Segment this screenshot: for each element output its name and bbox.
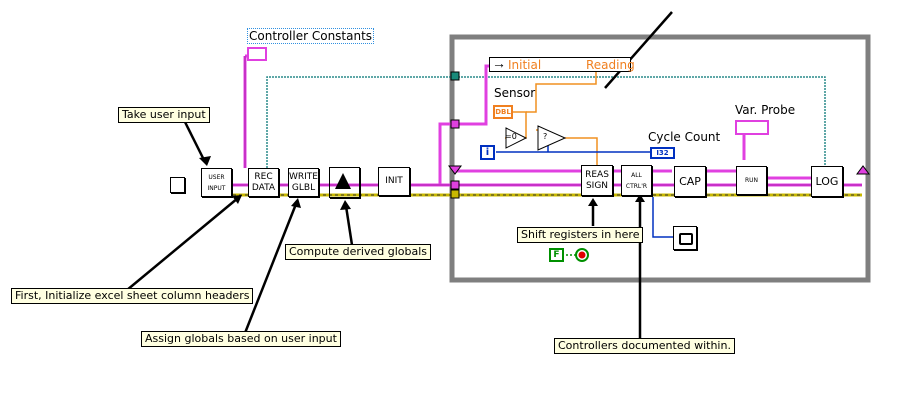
iteration-terminal[interactable]: i [480, 145, 495, 160]
all-ctrlr-subvi[interactable]: ALL CTRL'R [621, 165, 652, 196]
file-path-icon[interactable] [170, 177, 185, 193]
shift-register-left [448, 165, 462, 175]
sensor-dbl-terminal[interactable]: DBL [493, 105, 513, 119]
compare-zero-prim [505, 127, 528, 149]
note-shift-registers: Shift registers in here [517, 227, 644, 243]
sensor-label: Sensor [494, 86, 536, 100]
while-loop-frame [449, 34, 871, 283]
var-probe-terminal[interactable] [735, 120, 769, 135]
select-prim [537, 125, 567, 151]
controller-constants-terminal[interactable] [247, 47, 267, 61]
controller-constants-label: Controller Constants [247, 28, 375, 44]
cycle-count-label: Cycle Count [648, 130, 721, 144]
reas-sign-subvi[interactable]: REAS SIGN [581, 165, 613, 196]
initial-label: Initial [508, 58, 542, 72]
var-probe-label: Var. Probe [735, 103, 796, 117]
log-subvi[interactable]: LOG [811, 166, 843, 197]
blue-wires [496, 145, 677, 238]
note-take-user-input: Take user input [118, 107, 210, 123]
teal-wire [266, 76, 826, 168]
note-init-headers: First, Initialize excel sheet column hea… [11, 288, 254, 304]
arrow-right-icon: → [492, 55, 506, 71]
unbundle-node[interactable]: → Initial Reading [489, 55, 635, 72]
user-input-subvi[interactable]: USER INPUT [201, 168, 232, 197]
init-subvi[interactable]: INIT [378, 167, 410, 196]
false-constant[interactable]: F [549, 248, 564, 262]
write-glbl-subvi[interactable]: WRITE GLBL [288, 168, 319, 197]
shift-register-right [856, 165, 870, 175]
note-controllers-documented: Controllers documented within. [554, 338, 735, 354]
select-caption: ? [543, 132, 548, 141]
note-compute-globals: Compute derived globals [285, 244, 432, 260]
compare-zero-caption: =0 [505, 132, 517, 141]
compute-globals-subvi[interactable] [329, 167, 360, 198]
cycle-count-i32-terminal[interactable]: I32 [650, 147, 675, 159]
run-subvi[interactable]: RUN [736, 166, 767, 195]
note-assign-globals: Assign globals based on user input [141, 331, 341, 347]
cap-subvi[interactable]: CAP [674, 166, 706, 197]
reading-label: Reading [586, 58, 635, 72]
rec-data-subvi[interactable]: REC DATA [248, 168, 279, 197]
wait-timer-icon[interactable] [673, 226, 697, 250]
